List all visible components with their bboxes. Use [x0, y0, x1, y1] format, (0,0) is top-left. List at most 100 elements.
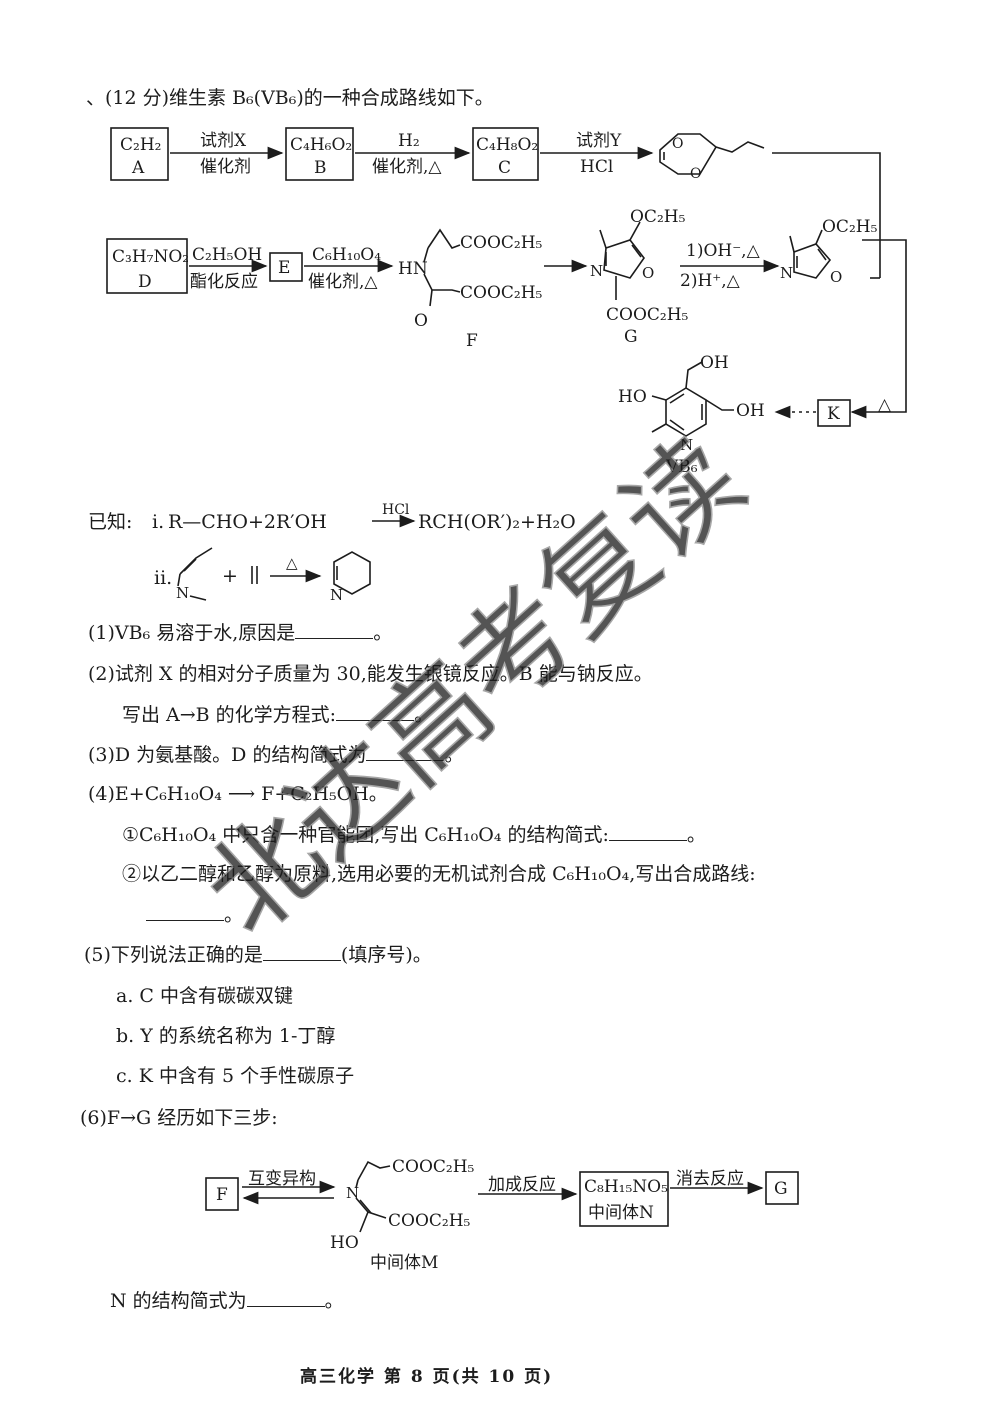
G-label: G: [624, 327, 638, 347]
G-oxazole-ring: [603, 239, 645, 279]
answer-blank-3[interactable]: [366, 742, 445, 761]
known-ii-num: ii.: [154, 567, 172, 589]
vb6-oh-1: OH: [700, 353, 729, 373]
vb6-ho: HO: [618, 387, 647, 407]
box-K: [817, 399, 851, 427]
arrow4-top: C₂H₅OH: [192, 245, 262, 265]
C-formula: C₄H₈O₂: [476, 135, 538, 155]
arrow7-top: 1)OH⁻,△: [686, 241, 761, 261]
K-label: K: [827, 404, 840, 424]
answer-blank-4a[interactable]: [608, 822, 687, 841]
F-label: F: [466, 331, 478, 351]
page-footer: 高三化学 第 8 页(共 10 页): [300, 1367, 554, 1387]
known-i-right: RCH(OR′)₂+H₂O: [418, 511, 576, 533]
q6-box-F: [205, 1177, 239, 1211]
H-oet: OC₂H₅: [822, 217, 878, 237]
box-C: [472, 127, 539, 181]
q6-M-chain-top: [357, 1160, 391, 1181]
q6-G-label: G: [774, 1179, 788, 1199]
known-ii-n: N: [176, 584, 189, 602]
F-top-chain: [427, 228, 461, 249]
answer-blank-5[interactable]: [262, 942, 341, 961]
arrow5-bottom: 催化剂,△: [308, 272, 378, 292]
q6-M-coo-1: COOC₂H₅: [392, 1157, 475, 1177]
vb6-label: VB₆: [665, 457, 698, 477]
answer-blank-4b[interactable]: [146, 902, 224, 921]
H-n: N: [780, 264, 793, 282]
q6-arrow3-label: 消去反应: [676, 1169, 744, 1189]
question-6-final: N 的结构简式为。: [110, 1288, 344, 1312]
G-oet: OC₂H₅: [630, 207, 686, 227]
known-i-cond: HCl: [382, 502, 410, 518]
option-c: c. K 中含有 5 个手性碳原子: [116, 1065, 355, 1087]
F-cooet-1: COOC₂H₅: [460, 233, 543, 253]
A-formula: C₂H₂: [120, 135, 161, 155]
option-b: b. Y 的系统名称为 1-丁醇: [116, 1025, 336, 1047]
vb6-n: N: [680, 436, 693, 454]
A-label: A: [131, 158, 145, 178]
H-oxazole-ring: [793, 243, 832, 279]
question-4b-answer: 。: [146, 902, 243, 927]
arrow7-bottom: 2)H⁺,△: [680, 271, 741, 291]
box-E: [269, 252, 303, 282]
arrow3-top: 试剂Y: [576, 131, 622, 151]
option-a: a. C 中含有碳碳双键: [116, 985, 293, 1007]
question-6: (6)F→G 经历如下三步:: [80, 1107, 278, 1129]
q6-M-n: N: [346, 1184, 359, 1202]
dioxepine-o2: O: [690, 166, 701, 182]
H-o: O: [830, 268, 842, 286]
box-B: [285, 127, 354, 181]
q6-N-label: 中间体N: [588, 1203, 654, 1223]
G-coo: COOC₂H₅: [606, 305, 689, 325]
arrow4-bottom: 酯化反应: [190, 272, 258, 292]
question-1: (1)VB₆ 易溶于水,原因是。: [88, 620, 393, 644]
question-header: 、(12 分)维生素 B₆(VB₆)的一种合成路线如下。: [86, 87, 494, 109]
box-A: [110, 127, 169, 181]
known-ii-cond: △: [286, 554, 298, 572]
dioxepine-o1: O: [672, 136, 683, 152]
B-label: B: [314, 158, 327, 178]
E-label: E: [278, 258, 290, 278]
connector-down-2: [850, 239, 907, 419]
q6-box-N: [579, 1171, 669, 1227]
known-ii-product-ring: [333, 551, 371, 595]
D-label: D: [138, 272, 152, 292]
known-ii-product-n: N: [330, 586, 343, 604]
connector-down-1: [772, 152, 881, 278]
q6-M-ho: HO: [330, 1233, 359, 1253]
F-bottom-chain: [423, 273, 461, 293]
answer-blank-6[interactable]: [246, 1288, 325, 1307]
C-label: C: [498, 158, 511, 178]
F-o: O: [414, 311, 428, 331]
B-formula: C₄H₆O₂: [290, 135, 352, 155]
arrow3-bottom: HCl: [580, 157, 613, 177]
q6-arrow2-label: 加成反应: [488, 1175, 556, 1195]
question-5: (5)下列说法正确的是(填序号)。: [84, 942, 432, 966]
q6-M-label: 中间体M: [370, 1253, 438, 1273]
G-o: O: [642, 264, 654, 282]
answer-blank-2[interactable]: [336, 702, 415, 721]
arrow-K-cond: △: [878, 395, 892, 415]
known-i-left: R—CHO+2R′OH: [168, 511, 327, 533]
box-D: [106, 238, 188, 294]
q6-arrow1-label: 互变异构: [248, 1169, 316, 1189]
F-hn: HN: [398, 259, 428, 279]
question-4b: ②以乙二醇和乙醇为原料,选用必要的无机试剂合成 C₆H₁₀O₄,写出合成路线:: [122, 863, 756, 885]
question-4: (4)E+C₆H₁₀O₄ ⟶ F+C₂H₅OH。: [88, 783, 388, 805]
q6-N-formula: C₈H₁₅NO₅: [584, 1177, 668, 1197]
known-label: 已知:: [88, 511, 132, 533]
arrow1-bottom: 催化剂: [200, 157, 251, 177]
question-3: (3)D 为氨基酸。D 的结构简式为。: [88, 742, 464, 766]
q6-F-label: F: [216, 1185, 228, 1205]
answer-blank-1[interactable]: [295, 620, 374, 639]
arrow1-top: 试剂X: [200, 131, 247, 151]
arrow2-top: H₂: [398, 131, 420, 151]
known-ii-plus: +: [222, 565, 238, 587]
q6-box-G: [765, 1171, 799, 1205]
D-formula: C₃H₇NO₂: [112, 247, 189, 267]
dioxepine-ring: [659, 133, 718, 175]
vb6-oh-2: OH: [736, 401, 765, 421]
dioxepine-chain: [715, 141, 765, 153]
vb6-pyridine-ring: [665, 387, 707, 437]
